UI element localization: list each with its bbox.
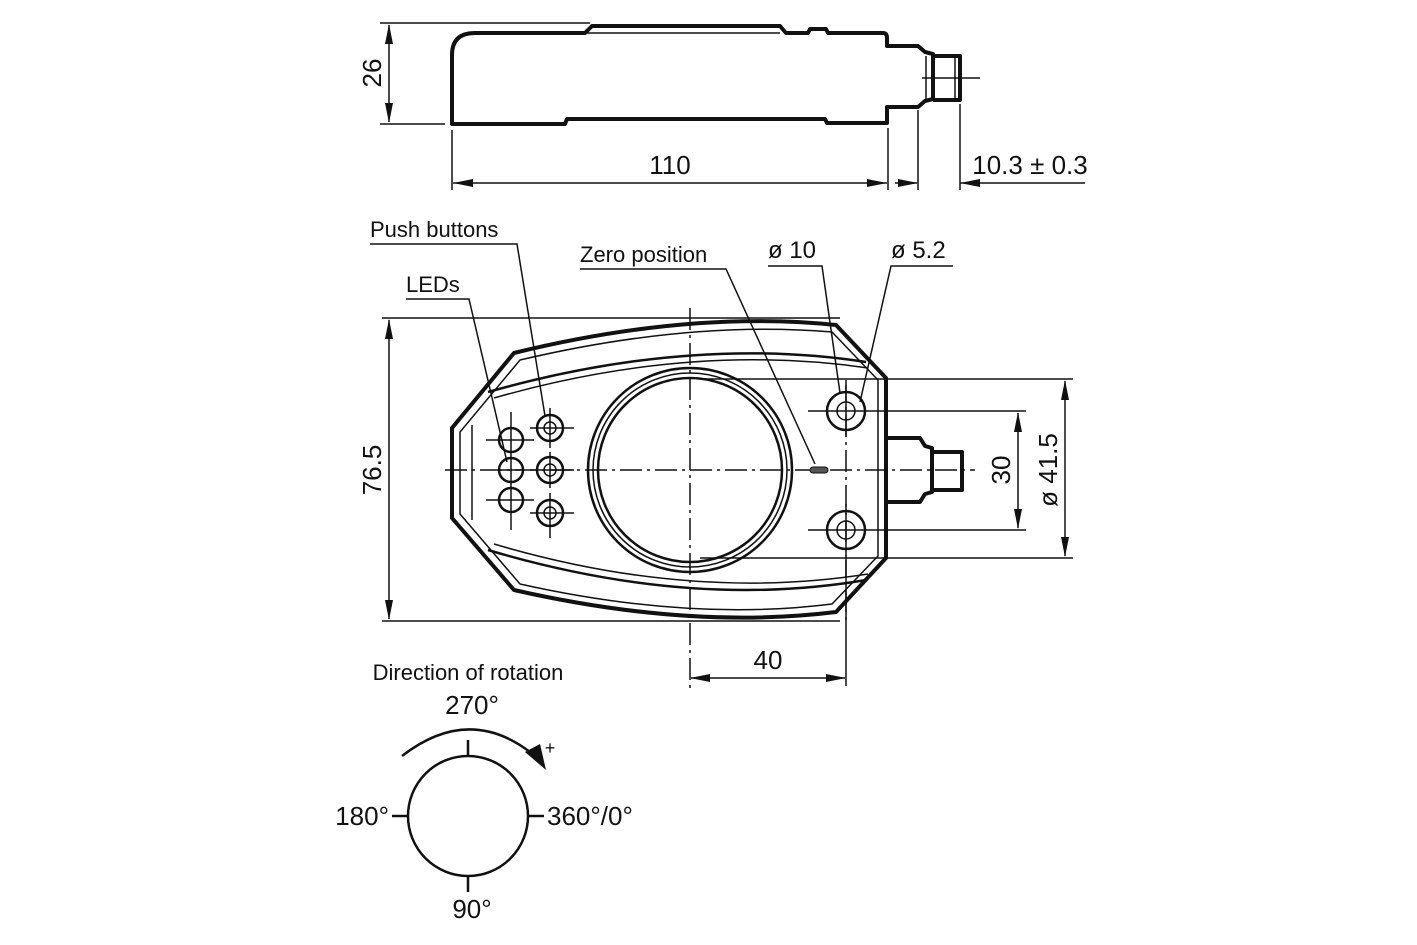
dim-110-label: 110: [649, 150, 690, 180]
top-view: Push buttons LEDs Zero position ø 10 ø 5…: [357, 217, 1073, 690]
arrow: [826, 674, 846, 682]
callout-hole-outer: ø 10: [768, 237, 816, 264]
led-2: [497, 456, 525, 484]
housing-bevel-bottom2: [493, 543, 869, 584]
arrow: [1014, 412, 1022, 432]
rotation-sign: +: [545, 738, 556, 758]
rotation-title: Direction of rotation: [373, 660, 564, 685]
callout-hole-inner: ø 5.2: [891, 237, 946, 264]
rotation-diagram: Direction of rotation 270° + 180° 360°/0…: [335, 660, 633, 924]
mounting-hole-top: [808, 385, 884, 437]
push-button-2: [530, 452, 574, 488]
housing-bevel-top2: [493, 359, 869, 399]
callout-push-buttons: Push buttons: [370, 217, 498, 242]
arrow: [453, 179, 473, 187]
callout-zero-position: Zero position: [580, 242, 707, 267]
arrow: [385, 319, 393, 339]
arrow: [385, 24, 393, 44]
callout-zero-position-leader: [580, 268, 816, 465]
mounting-hole-bottom: [808, 504, 884, 556]
push-button-1: [530, 408, 574, 448]
callout-hole-inner-leader: [859, 265, 953, 403]
led-1: [486, 412, 534, 458]
arrow: [1014, 509, 1022, 529]
dim-110-ext: [451, 104, 961, 190]
arrow: [1061, 537, 1069, 557]
arrow: [690, 674, 710, 682]
arrow: [1061, 380, 1069, 400]
housing-bevel-bottom: [487, 548, 867, 592]
rotation-label-180: 180°: [335, 801, 389, 831]
zero-position-mark: [809, 466, 829, 474]
top-connector: [886, 436, 934, 504]
arrow: [898, 179, 918, 187]
dim-76-5-ext: [382, 317, 840, 622]
arrow: [867, 179, 887, 187]
callout-leds: LEDs: [406, 272, 460, 297]
rotation-label-360: 360°/0°: [547, 801, 633, 831]
dim-41-5-ext: [886, 378, 1073, 559]
top-connector-tip: [932, 450, 964, 492]
arrow: [385, 103, 393, 123]
dim-30-label: 30: [986, 456, 1016, 485]
housing-bevel-top: [487, 352, 867, 394]
arrow: [960, 179, 980, 187]
rotation-label-270: 270°: [445, 690, 499, 720]
side-view: 26 110 10.3 ± 0.3: [357, 22, 1088, 190]
dim-26-label: 26: [357, 59, 387, 88]
led-3: [486, 482, 534, 530]
dim-76-5-label: 76.5: [357, 445, 387, 496]
push-button-3: [530, 493, 574, 538]
side-body-outline: [450, 24, 935, 126]
rotation-ticks: [392, 740, 544, 892]
housing-inner-outline: [459, 328, 879, 611]
housing-outline: [450, 319, 888, 620]
rotation-circle: [406, 754, 530, 878]
rotation-arc: [401, 728, 531, 757]
arrow: [385, 600, 393, 620]
dim-41-5-label: ø 41.5: [1033, 433, 1063, 507]
dim-30-ext: [886, 410, 1026, 531]
dim-40-label: 40: [754, 645, 783, 675]
callout-leds-leader: [406, 298, 508, 463]
callout-push-buttons-leader: [370, 243, 546, 417]
callout-hole-outer-leader: [768, 265, 841, 394]
dim-10-3-label: 10.3 ± 0.3: [972, 150, 1087, 180]
dim-26-ext: [380, 22, 590, 125]
rotation-label-90: 90°: [452, 894, 491, 924]
rotation-arrow-head: [525, 744, 546, 770]
